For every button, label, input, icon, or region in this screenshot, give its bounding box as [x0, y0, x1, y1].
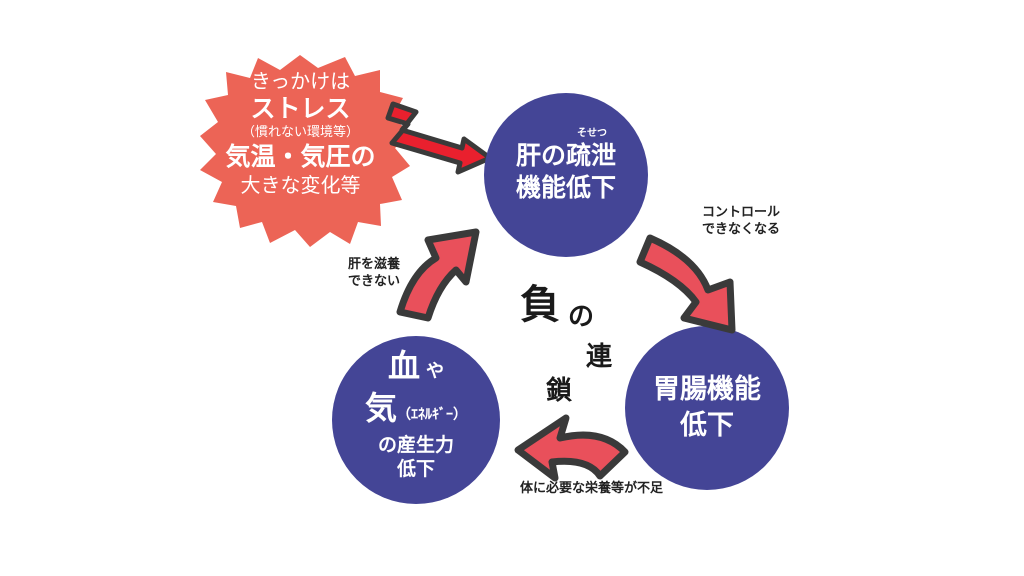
trigger-line-5: 大きな変化等 [240, 173, 361, 197]
center-char-1: 負 [520, 282, 560, 328]
arrow-stomach-to-blood [514, 414, 629, 482]
trigger-line-1: きっかけは [250, 69, 351, 93]
qi-energy: （ｴﾈﾙｷﾞｰ） [397, 407, 467, 423]
blood-line-3: の産生力 [377, 434, 454, 456]
arrow-blood-to-liver [396, 228, 480, 322]
trigger-line-2: ストレス [250, 94, 351, 123]
blood-qi-circle [332, 336, 500, 504]
stomach-line-1: 胃腸機能 [653, 374, 761, 405]
trigger-zigzag-arrow [385, 101, 493, 175]
note-liver-to-stomach-line-1: コントロール [702, 205, 781, 220]
note-liver-to-stomach-line-2: できなくなる [702, 222, 781, 237]
stomach-circle [625, 326, 789, 490]
note-blood-to-liver-line-1: 肝を滋養 [347, 257, 400, 272]
trigger-burst [200, 55, 412, 247]
liver-ruby: そせつ [577, 128, 607, 139]
note-stomach-to-blood: 体に必要な栄養等が不足 [520, 480, 663, 497]
note-blood-to-liver: 肝を滋養 できない [340, 256, 400, 290]
blood-ya: や [426, 361, 444, 382]
arrow-liver-to-stomach [636, 234, 736, 334]
trigger-line-4: 気温・気圧の [225, 142, 376, 171]
center-char-4: 鎖 [546, 376, 573, 406]
note-stomach-to-blood-line-1: 体に必要な栄養等が不足 [520, 481, 664, 496]
trigger-text: きっかけは ストレス （慣れない環境等） 気温・気圧の 大きな変化等 [198, 68, 403, 198]
note-liver-to-stomach: コントロール できなくなる [702, 204, 780, 238]
stomach-line-2: 低下 [680, 410, 734, 441]
blood-char: 血 [387, 347, 420, 385]
center-char-3: 連 [586, 342, 613, 372]
liver-line-1: 肝の疏泄 [515, 141, 616, 170]
center-char-2: の [568, 302, 595, 332]
liver-line-2: 機能低下 [515, 173, 616, 202]
note-blood-to-liver-line-2: できない [347, 274, 400, 289]
liver-label: そせつ 肝の疏泄 機能低下 [496, 128, 636, 204]
blood-qi-label: 血や 気（ｴﾈﾙｷﾞｰ） の産生力 低下 [346, 348, 486, 481]
liver-circle [484, 93, 648, 257]
stomach-label: 胃腸機能 低下 [637, 372, 777, 444]
qi-char: 気 [364, 389, 397, 427]
trigger-line-3: （慣れない環境等） [241, 125, 359, 140]
blood-line-4: 低下 [396, 458, 435, 480]
